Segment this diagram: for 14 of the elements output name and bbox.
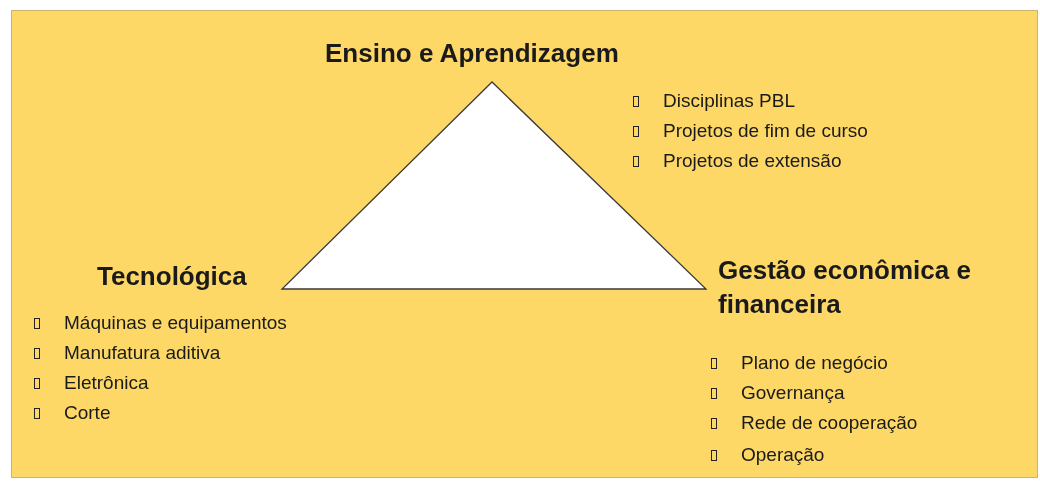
heading: Ensino e Aprendizagem (325, 37, 619, 70)
list-item: Projetos de fim de curso (663, 120, 868, 142)
heading: Gestão econômica e financeira (718, 254, 972, 321)
list-item: Corte (64, 402, 111, 424)
list-item: Governança (741, 382, 845, 404)
list-item: Máquinas e equipamentos (64, 312, 287, 334)
list-item: Manufatura aditiva (64, 342, 221, 364)
heading: Tecnológica (97, 260, 247, 293)
list-item: Eletrônica (64, 372, 149, 394)
list-item: Projetos de extensão (663, 150, 842, 172)
list-item: Disciplinas PBL (663, 90, 795, 112)
list-item: Operação (741, 444, 825, 466)
list-item: Plano de negócio (741, 352, 888, 374)
list-item: Rede de cooperação (741, 412, 918, 434)
